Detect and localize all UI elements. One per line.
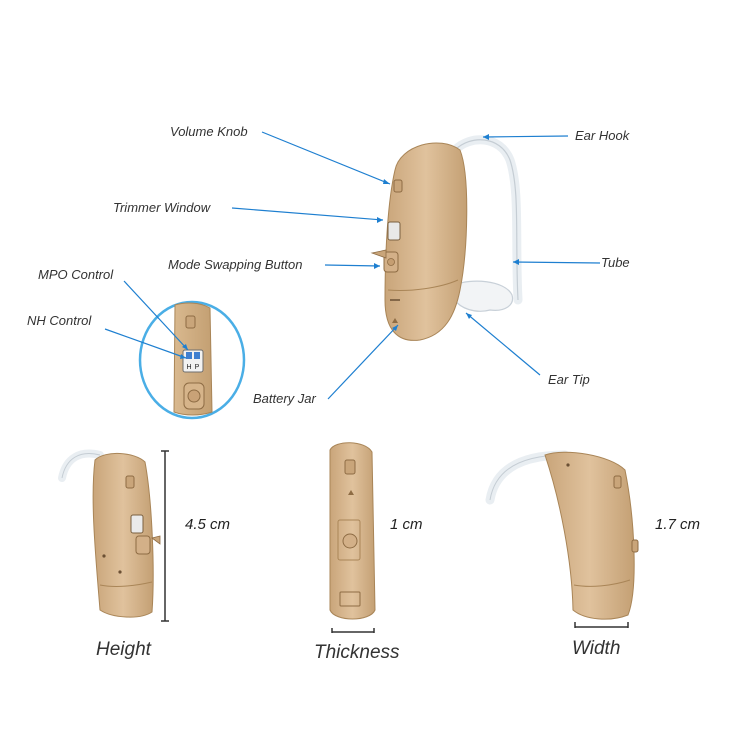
leader-battery-jar bbox=[327, 324, 399, 400]
label-ear-hook: Ear Hook bbox=[575, 128, 630, 143]
main-device-body bbox=[384, 142, 468, 341]
trimmer-window-shape bbox=[387, 221, 401, 241]
label-ear-tip: Ear Tip bbox=[548, 372, 590, 387]
detail-letter-p: P bbox=[195, 364, 200, 371]
thickness-device bbox=[329, 442, 376, 633]
label-mode-swapping-button: Mode Swapping Button bbox=[168, 257, 303, 272]
detail-letter-h: H bbox=[186, 364, 191, 371]
label-tube: Tube bbox=[601, 255, 630, 270]
leader-lines bbox=[104, 131, 601, 400]
leader-mpo bbox=[123, 280, 189, 351]
detail-zoom: H P bbox=[138, 300, 246, 420]
thickness-caption: Thickness bbox=[314, 642, 400, 663]
label-volume-knob: Volume Knob bbox=[170, 124, 248, 139]
leader-arrowheads bbox=[180, 134, 519, 359]
leader-ear-hook bbox=[482, 135, 569, 138]
thickness-value: 1 cm bbox=[390, 516, 423, 533]
width-value: 1.7 cm bbox=[655, 516, 701, 533]
height-caption: Height bbox=[96, 639, 151, 660]
leader-nh bbox=[104, 328, 187, 359]
label-nh-control: NH Control bbox=[27, 313, 92, 328]
width-device bbox=[485, 450, 639, 628]
width-caption: Width bbox=[572, 638, 621, 659]
label-mpo-control: MPO Control bbox=[38, 267, 114, 282]
label-battery-jar: Battery Jar bbox=[253, 391, 316, 406]
leader-trimmer-window bbox=[231, 207, 384, 221]
ear-tip-shape bbox=[454, 280, 514, 312]
main-device bbox=[370, 135, 523, 341]
height-device bbox=[58, 449, 169, 622]
label-trimmer-window: Trimmer Window bbox=[113, 200, 211, 215]
leader-ear-tip bbox=[465, 312, 541, 376]
leader-mode-button bbox=[324, 264, 381, 267]
leader-volume-knob bbox=[261, 131, 391, 185]
height-value: 4.5 cm bbox=[185, 516, 231, 533]
volume-knob-shape bbox=[393, 179, 403, 193]
leader-tube bbox=[512, 261, 601, 264]
